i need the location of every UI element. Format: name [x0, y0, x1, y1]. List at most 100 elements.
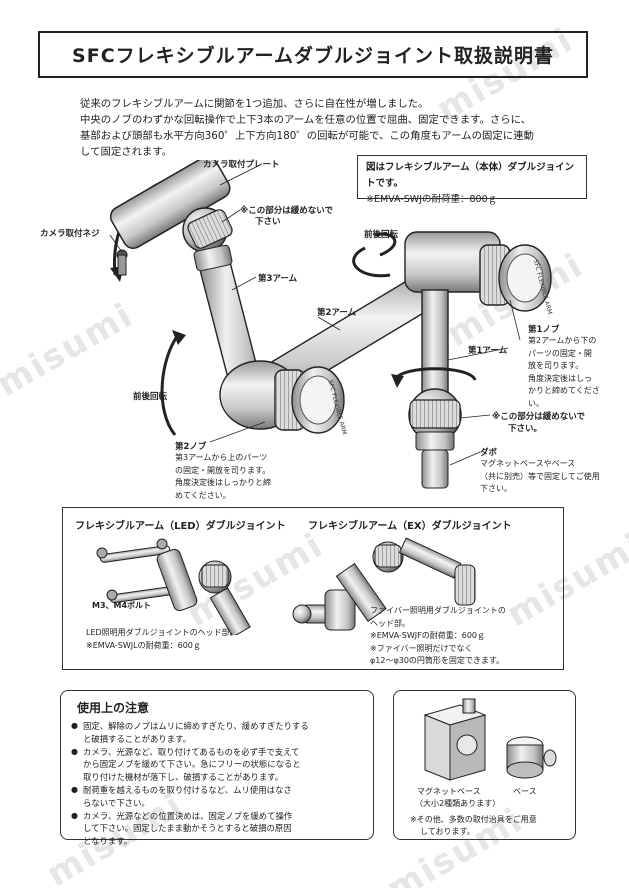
caution-line: カメラ、光源などの位置決めは、固定ノブを緩めて操作: [83, 810, 293, 821]
intro-line: 中央のノブのわずかな回転操作で上下3本のアームを任意の位置で屈曲、固定できます。…: [80, 114, 532, 126]
label-no-loosen-top-2: 下さい: [255, 217, 281, 227]
knob2-desc: めてください。: [175, 490, 231, 500]
rotation-arrow: [352, 246, 391, 278]
dabo-desc: （共に別売）等で固定してご使用: [480, 471, 600, 481]
leader-line: [209, 421, 266, 443]
ex-desc-line: ファイバー照明用ダブルジョイントの: [370, 606, 506, 615]
right-joint: [404, 231, 552, 312]
variants-box: [62, 507, 564, 670]
label-dabo: ダボ: [480, 448, 498, 458]
ex-desc: ファイバー照明用ダブルジョイントの ヘッド部。 ※EMVA-SWJFの耐荷重：6…: [370, 605, 506, 668]
intro-line: 従来のフレキシブルアームに関節を1つ追加、さらに自在性が増しました。: [80, 98, 429, 110]
note-heading: 図はフレキシブルアーム（本体）ダブルジョイントです。: [366, 162, 575, 189]
caution-line: らないで下さい。: [83, 797, 150, 808]
knob2-callout: 第2ノブ 第3アームから上のパーツ の固定・開放を司ります。 角度決定後はしっか…: [175, 440, 271, 502]
label-no-loosen-top: ※この部分は緩めないで: [240, 206, 334, 216]
knob1-desc: 放を司ります。: [528, 361, 584, 370]
ex-desc-line: φ12～φ30の円筒形を固定できます。: [370, 656, 505, 665]
ex-head-drawing: [292, 537, 476, 631]
caution-title: 使用上の注意: [77, 701, 150, 715]
caution-list: 固定、解除のノブはムリに締めすぎたり、緩めすぎたりする と破損することがあります…: [71, 720, 363, 848]
camera-plate: [109, 160, 231, 250]
dabo-desc: マグネットベースやベース: [480, 459, 576, 468]
label-no-loosen-base: ※この部分は緩めないで: [492, 412, 586, 422]
caution-line: 取り付けた機材が落下し、破損することがあります。: [83, 772, 284, 783]
caution-item: 耐荷重を越えるものを取り付けるなど、ムリ使用はなさ らないで下さい。: [71, 784, 363, 810]
label-second-arm: 第2アーム: [317, 308, 357, 318]
leader-line: [459, 414, 491, 419]
label-rotate-left: 前後回転: [133, 392, 168, 402]
top-joint: [109, 160, 233, 276]
main-arm-illustration: SFC FLEXIBLE ARM SFC FLEXIBLE ARM: [109, 160, 553, 489]
knob1-desc: パーツの固定・開: [528, 348, 592, 358]
ex-desc-line: ヘッド部。: [370, 618, 410, 628]
knob2-desc: の固定・開放を司ります。: [175, 465, 271, 475]
led-desc-line: ※EMVA-SWJLの耐荷重：600ｇ: [86, 640, 201, 650]
rotation-arrow: [374, 232, 397, 257]
base-drawing: [506, 736, 557, 779]
label-camera-screw: カメラ取付ネジ: [40, 229, 100, 239]
title-box: SFCフレキシブルアームダブルジョイント取扱説明書: [38, 31, 588, 78]
knob2-desc: 第3アームから上のパーツ: [175, 453, 268, 462]
bases-note: ※その他、多数の取付治具をご用意: [410, 815, 537, 824]
intro-line: して固定されます。: [80, 146, 173, 158]
knob2-desc: 角度決定後はしっかりと締: [175, 478, 271, 487]
leader-line: [317, 316, 341, 331]
label-knob2: 第2ノブ: [175, 442, 207, 452]
base-joint: [391, 367, 477, 489]
label-camera-plate: カメラ取付プレート: [203, 160, 280, 170]
caution-line: から固定ノブを緩めて下さい。急にフリーの状態になると: [83, 759, 301, 770]
knurled-ring: [187, 209, 233, 249]
knob1-desc: かりと締めてくださ: [528, 386, 600, 395]
leader-line: [449, 451, 481, 466]
ex-desc-line: ※EMVA-SWJFの耐荷重：600ｇ: [370, 631, 486, 640]
knob1-desc: 角度決定後はしっ: [528, 373, 592, 383]
caution-line: カメラ、光源など、取り付けてあるものを必ず手で支えて: [83, 746, 300, 757]
knob1-desc: 第2アームから下の: [528, 336, 597, 345]
bolt-label: M3、M4ボルト: [92, 601, 152, 610]
caution-item: 固定、解除のノブはムリに締めすぎたり、緩めすぎたりする と破損することがあります…: [71, 720, 363, 746]
first-arm: [421, 289, 449, 396]
camera-screw-shaft: [117, 254, 127, 276]
dabo-desc: 下さい。: [480, 484, 512, 493]
joint-collar: [193, 244, 233, 272]
magnet-base-sub: （大小2種類あります）: [415, 799, 501, 808]
variants-illustration: [96, 537, 476, 635]
intro-line: 基部および頭部も水平方向360゜上下方向180゜の回転が可能で、この角度もアーム…: [80, 130, 534, 142]
knob1-callout: 第1ノブ 第2アームから下の パーツの固定・開 放を司ります。 角度決定後はしっ…: [528, 323, 600, 410]
caution-item: カメラ、光源などの位置決めは、固定ノブを緩めて操作 して下さい。固定したまま動か…: [71, 810, 363, 848]
dabo-pin: [421, 449, 449, 489]
caution-line: となります。: [83, 836, 133, 847]
knob1-desc: い。: [528, 398, 544, 408]
label-rotate-right: 前後回転: [364, 230, 399, 240]
magnet-base-label: マグネットベース: [417, 787, 481, 796]
rotation-arrow: [160, 334, 180, 436]
ex-title: フレキシブルアーム（EX）ダブルジョイント: [308, 521, 512, 532]
caution-line: 耐荷重を越えるものを取り付けるなど、ムリ使用はなさ: [83, 784, 292, 795]
intro-text: 従来のフレキシブルアームに関節を1つ追加、さらに自在性が増しました。 中央のノブ…: [80, 96, 570, 160]
dabo-callout: ダボ マグネットベースやベース （共に別売）等で固定してご使用 下さい。: [480, 446, 600, 496]
note-load: ※EMVA-SWJの耐荷重：800ｇ: [366, 194, 498, 205]
leader-line: [221, 209, 241, 223]
bases-note-2: しております。: [420, 827, 475, 836]
page-title: SFCフレキシブルアームダブルジョイント取扱説明書: [72, 45, 554, 67]
leader-line: [109, 234, 123, 253]
led-head-drawing: [96, 538, 251, 635]
led-desc: LED照明用ダブルジョイントのヘッド部。 ※EMVA-SWJLの耐荷重：600ｇ: [86, 627, 238, 652]
caution-box: 使用上の注意 固定、解除のノブはムリに締めすぎたり、緩めすぎたりする と破損する…: [60, 690, 374, 846]
knob-2: [219, 360, 345, 434]
leader-line: [447, 347, 509, 361]
label-third-arm: 第3アーム: [258, 274, 298, 284]
bases-box: [393, 690, 576, 840]
caution-line: して下さい。固定したまま動かそうとすると破損の原因: [83, 823, 292, 834]
leader-line: [231, 276, 257, 291]
caution-item: カメラ、光源など、取り付けてあるものを必ず手で支えて から固定ノブを緩めて下さい…: [71, 746, 363, 784]
bases-illustration: [423, 698, 557, 781]
label-no-loosen-base-2: 下さい。: [508, 424, 543, 434]
base-label: ベース: [513, 787, 537, 796]
caution-line: 固定、解除のノブはムリに締めすぎたり、緩めすぎたりする: [83, 721, 309, 731]
led-desc-line: LED照明用ダブルジョイントのヘッド部。: [86, 628, 238, 637]
caution-line: と破損することがあります。: [83, 733, 192, 744]
led-title: フレキシブルアーム（LED）ダブルジョイント: [75, 521, 286, 532]
arrow-head: [172, 330, 186, 345]
